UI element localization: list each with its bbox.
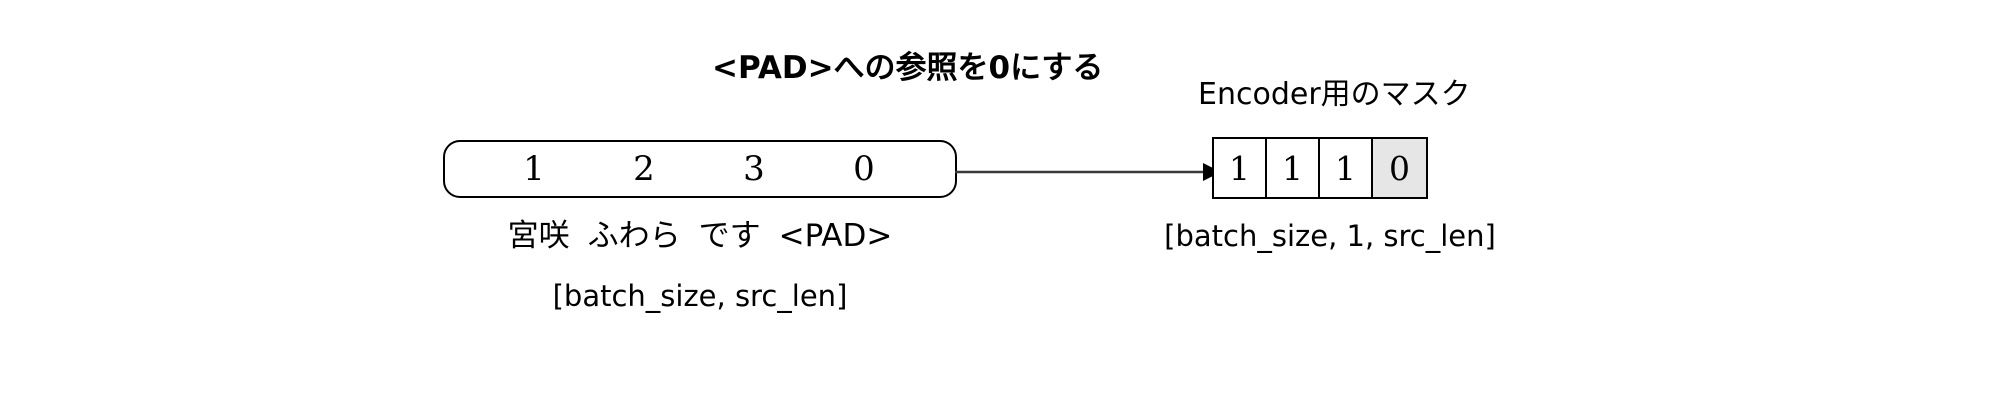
arrow-icon	[955, 163, 1221, 181]
mask-cell-2-value: 1	[1335, 148, 1356, 188]
mask-shape-label: [batch_size, 1, src_len]	[1164, 219, 1496, 253]
mask-cell-0: 1	[1214, 139, 1267, 197]
mask-grid: 1 1 1 0	[1212, 137, 1428, 199]
token-row: 宮咲 ふわら です <PAD>	[440, 218, 960, 255]
mask-cell-1: 1	[1267, 139, 1320, 197]
token-3: <PAD>	[778, 218, 893, 254]
token-0: 宮咲	[507, 218, 570, 254]
token-2: です	[698, 218, 761, 254]
mask-caption: Encoder用のマスク	[1198, 77, 1471, 112]
sequence-values: 1 2 3 0	[443, 140, 957, 198]
sequence-value-3: 0	[853, 149, 875, 189]
diagram-title: <PAD>への参照を0にする	[712, 50, 1104, 86]
sequence-value-2: 3	[743, 149, 765, 189]
mask-cell-3-value: 0	[1389, 148, 1410, 188]
sequence-value-1: 2	[633, 149, 655, 189]
mask-cell-1-value: 1	[1282, 148, 1303, 188]
mask-cell-0-value: 1	[1229, 148, 1250, 188]
mask-cell-3: 0	[1373, 139, 1426, 197]
sequence-value-0: 1	[523, 149, 545, 189]
token-1: ふわら	[587, 218, 681, 254]
sequence-shape-label: [batch_size, src_len]	[552, 279, 848, 313]
mask-cell-2: 1	[1320, 139, 1373, 197]
sequence-box	[443, 140, 957, 198]
